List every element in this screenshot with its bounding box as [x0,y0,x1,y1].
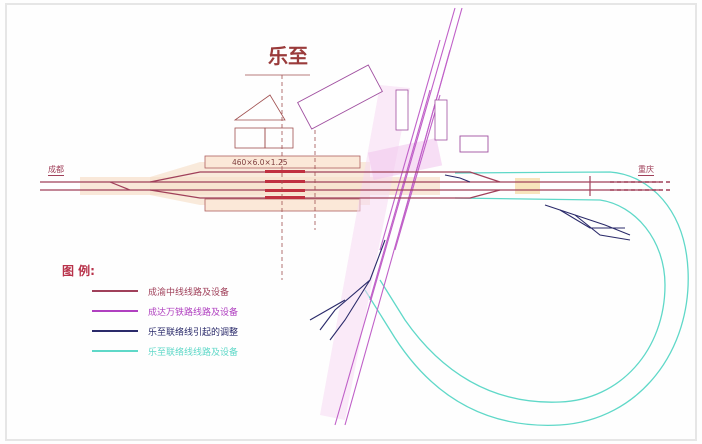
legend-title: 图 例: [62,264,95,278]
legend-item: 成渝中线线路及设备 [92,284,229,298]
direction-east-label: 重庆 [638,165,654,176]
platform-south [204,198,361,212]
legend-label: 乐至联络线引起的调整 [148,327,239,338]
platform-label: 460×6.0×1.25 [232,158,288,167]
platform-north [204,155,361,169]
legend-item: 乐至联络线引起的调整 [92,324,238,338]
station-buildings [233,74,316,280]
track-extensions [610,181,670,191]
legend-label: 成达万铁路线路及设备 [148,307,239,318]
link-line-loop [364,171,689,426]
platform-signals [265,170,305,199]
legend-swatch [92,330,138,332]
station-name: 乐至 [268,44,308,68]
legend-label: 成渝中线线路及设备 [148,287,230,298]
station-yard [80,155,540,212]
cdw-corridor [297,7,489,426]
legend-item: 成达万铁路线路及设备 [92,304,238,318]
frame [5,3,697,441]
direction-west-label: 成都 [48,165,64,176]
legend-label: 乐至联络线线路及设备 [148,347,239,358]
legend-item: 乐至联络线线路及设备 [92,344,238,358]
adjust-lines [309,174,631,341]
main-tracks [40,171,660,199]
legend-swatch [92,290,138,292]
legend-swatch [92,350,138,352]
legend-swatch [92,310,138,312]
